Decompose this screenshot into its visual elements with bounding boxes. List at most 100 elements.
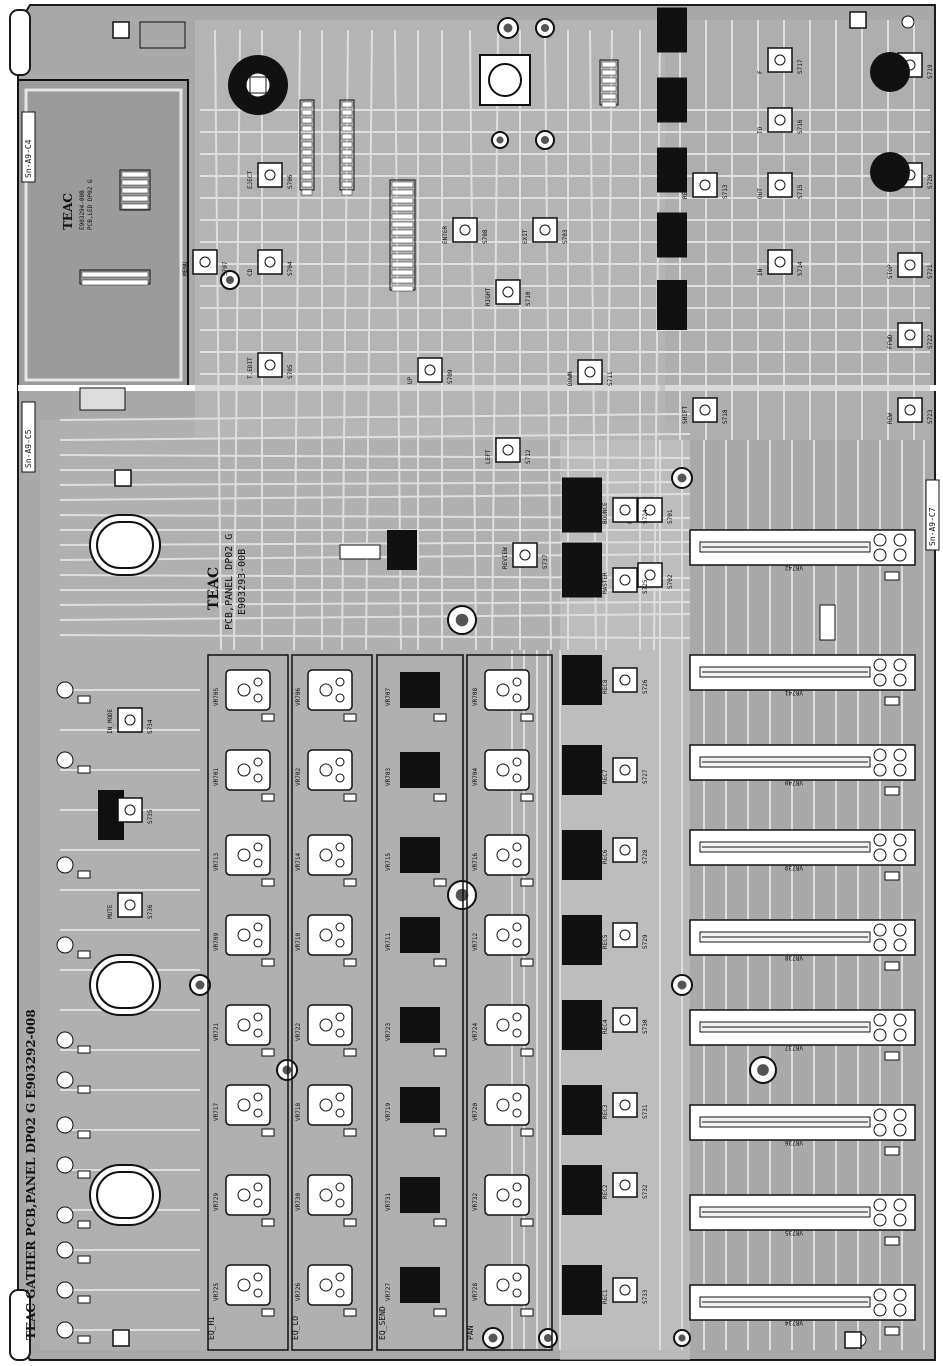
smd-part — [301, 133, 313, 140]
switch-ref: S730 — [642, 1019, 649, 1034]
pot-pin — [319, 763, 333, 777]
switch-ref: S733 — [642, 1289, 649, 1304]
fader-cap — [884, 786, 900, 796]
led — [56, 681, 74, 699]
fader-pin — [873, 833, 887, 847]
switch-ref: S713 — [722, 184, 729, 199]
smd-part — [339, 544, 381, 560]
pot-pin — [253, 757, 263, 767]
pot-pin — [237, 928, 251, 942]
pot-pin — [496, 928, 510, 942]
pot-black — [400, 1087, 440, 1123]
pot-pin — [512, 693, 522, 703]
hole-center — [225, 275, 235, 285]
smd-part — [121, 171, 149, 178]
smd-part — [301, 141, 313, 148]
switch-ref: S724 — [642, 509, 649, 524]
pot-pin — [512, 1272, 522, 1282]
hole-center — [677, 980, 687, 990]
smd-part — [601, 101, 617, 108]
switch-ref: S710 — [525, 291, 532, 306]
switch-center — [619, 504, 631, 516]
pot-black — [400, 1267, 440, 1303]
smd-part — [341, 189, 353, 196]
pot-pin — [253, 1182, 263, 1192]
small-board: PCB,LED DP02 G — [87, 179, 94, 230]
fader-label: VR734 — [785, 1319, 803, 1326]
pot-label: VR702 — [295, 768, 302, 786]
oval-hole — [89, 954, 161, 1016]
oval-hole-inner — [96, 961, 154, 1009]
smd-part — [391, 221, 414, 228]
pot-pin — [253, 677, 263, 687]
pot-label: VR713 — [213, 853, 220, 871]
smd-part — [121, 203, 149, 210]
switch-body — [767, 47, 793, 73]
smd-part — [391, 253, 414, 260]
resistor — [77, 1085, 91, 1094]
resistor — [77, 1170, 91, 1179]
smd-part — [391, 245, 414, 252]
led — [56, 856, 74, 874]
smd-part — [301, 157, 313, 164]
switch-center — [124, 899, 136, 911]
fader-pin — [873, 1013, 887, 1027]
pot-pin — [335, 757, 345, 767]
pot-cap — [520, 1308, 534, 1317]
switch-ref: S712 — [525, 449, 532, 464]
relay — [387, 530, 417, 570]
pot-black — [400, 837, 440, 873]
switch-label: TO — [757, 126, 764, 134]
pot-pin — [496, 763, 510, 777]
pot-cap — [520, 1218, 534, 1227]
fader-pin — [873, 938, 887, 952]
switch-label: IN_MODE — [107, 708, 114, 734]
fader-pin — [893, 1213, 907, 1227]
pot-pin — [512, 773, 522, 783]
jog-ring — [488, 63, 522, 97]
pot-label: VR717 — [213, 1103, 220, 1121]
switch-center — [539, 224, 551, 236]
pot-cap — [433, 713, 447, 722]
pot-cap — [520, 793, 534, 802]
fader-pin — [873, 1288, 887, 1302]
resistor — [77, 950, 91, 959]
smd-part — [121, 187, 149, 194]
smd-part — [391, 213, 414, 220]
smd-part — [391, 261, 414, 268]
switch-ref: S718 — [722, 409, 729, 424]
pot-pin — [253, 922, 263, 932]
fader-label: VR735 — [785, 1229, 803, 1236]
switch-label: T.EDIT — [247, 357, 254, 379]
trace — [469, 29, 477, 651]
smd-part — [601, 61, 617, 68]
switch-ref: S701 — [667, 509, 674, 524]
switch-ref: S736 — [147, 904, 154, 919]
col-label-2: EQ_LO — [291, 1316, 300, 1340]
pot-cap — [433, 1048, 447, 1057]
pot-cap — [343, 1308, 357, 1317]
led — [56, 751, 74, 769]
trace — [59, 413, 691, 421]
switch-ref: S720 — [927, 174, 934, 189]
switch-center — [619, 929, 631, 941]
switch-center — [774, 179, 786, 191]
switch-label: MIXDOWN — [107, 798, 114, 824]
smd-part — [301, 173, 313, 180]
switch-center — [904, 259, 916, 271]
relay — [562, 477, 602, 533]
resistor — [77, 1335, 91, 1344]
led-d739 — [870, 52, 910, 92]
switch-ref: S719 — [927, 64, 934, 79]
col-label-1: EQ_HI — [207, 1316, 216, 1340]
pot-label: VR721 — [213, 1023, 220, 1041]
fader-pin — [873, 748, 887, 762]
switch-ref: S725 — [642, 579, 649, 594]
pot-frames — [207, 654, 553, 1351]
relay — [562, 745, 602, 795]
smd-part — [301, 117, 313, 124]
pot-label: VR719 — [385, 1103, 392, 1121]
hole-center — [282, 1065, 292, 1075]
switch-ref: S707 — [222, 261, 229, 276]
